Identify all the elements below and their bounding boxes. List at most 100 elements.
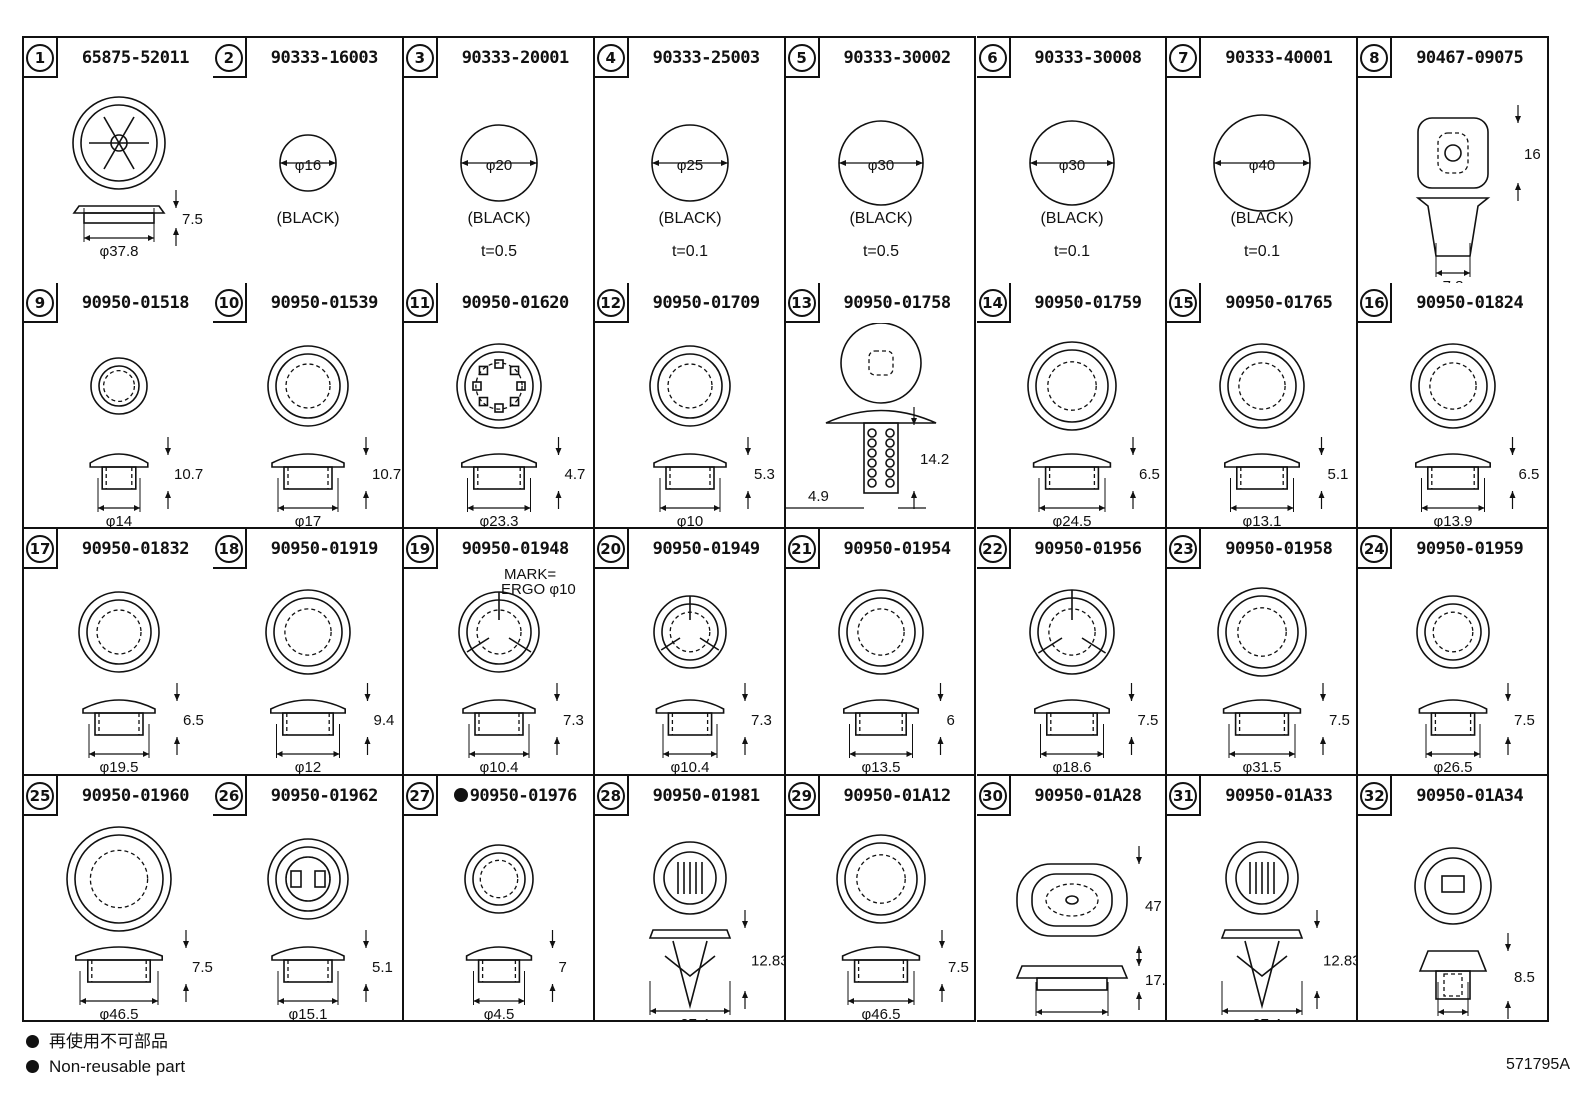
dim-label: φ10.4 — [479, 759, 518, 774]
ref-number: 20 — [596, 535, 625, 563]
part-number-text: 90467-09075 — [1416, 48, 1524, 68]
dim-label: 7.5 — [1514, 712, 1535, 729]
part-number-box — [212, 775, 247, 816]
part-number-text: 90950-01824 — [1416, 292, 1524, 313]
part-drawing: φ25 (BLACK)t=0.1 — [650, 124, 729, 260]
part-number: 90950-01919 — [249, 539, 400, 559]
ref-number: 15 — [1169, 288, 1198, 317]
part-number-box — [1167, 38, 1202, 78]
ref-number: 1 — [26, 44, 54, 72]
dim-label: φ12 — [295, 759, 321, 774]
part-drawing: 5.1 φ13.1 — [1219, 342, 1349, 528]
part-number-box — [976, 775, 1011, 816]
dim-label: φ27.4 — [670, 1016, 709, 1021]
part-number-text: 90333-25003 — [652, 48, 761, 68]
ref-number: 5 — [787, 44, 816, 72]
part-cell: 8 90467-09075 16 7.8 — [1358, 36, 1550, 285]
dim-label: 12.83 — [1323, 952, 1357, 969]
dim-label: φ40 — [1249, 157, 1275, 174]
part-header: 19 90950-01948 — [403, 529, 593, 569]
mark-label: MARK= — [504, 569, 556, 583]
part-number-text: 90950-01A34 — [1416, 785, 1524, 806]
part-number-box — [594, 282, 629, 323]
part-number-text: 90950-01518 — [81, 292, 190, 313]
dim-label: 7.5 — [192, 959, 213, 976]
part-drawing: 6.5 φ19.5 — [78, 591, 204, 774]
part-number: 90950-01A33 — [1203, 786, 1354, 806]
color-label: (BLACK) — [1040, 210, 1103, 227]
dim-label: 9.4 — [373, 712, 394, 729]
part-cell: 29 90950-01A12 7.5 φ46.5 — [785, 775, 977, 1022]
dim-label: 14.2 — [920, 451, 949, 468]
part-number-text: 90950-01A12 — [843, 785, 951, 806]
part-header: 2 90333-16003 — [212, 38, 402, 78]
dim-label: 47 — [1145, 898, 1162, 915]
dim-label: φ27.4 — [1243, 1016, 1282, 1021]
part-number: 90950-01962 — [249, 786, 400, 806]
ref-number: 4 — [596, 44, 625, 72]
part-number: 90333-25003 — [631, 48, 782, 68]
dim-label: φ25 — [676, 157, 702, 174]
part-cell: 25 90950-01960 7.5 φ46.5 — [22, 775, 215, 1022]
part-number: 90950-01949 — [631, 539, 782, 559]
part-header: 23 90950-01958 — [1167, 529, 1356, 569]
part-cell: 12 90950-01709 5.3 φ10 — [594, 282, 786, 529]
part-number-text: 90950-01709 — [652, 292, 761, 313]
ref-number: 24 — [1360, 535, 1389, 563]
part-number-box — [1358, 282, 1393, 323]
bullet-icon — [26, 1035, 39, 1048]
part-drawing: 5.1 φ15.1 — [267, 837, 393, 1021]
dim-label: 6.5 — [1519, 466, 1540, 483]
part-cell: 21 90950-01954 6 φ13.5 — [785, 529, 977, 776]
part-number-box — [976, 529, 1011, 569]
dim-label: 10.7 — [372, 466, 401, 483]
thickness-label: t=0.1 — [1244, 243, 1280, 260]
ref-number: 7 — [1169, 44, 1198, 72]
part-number-text: 90333-30008 — [1034, 48, 1142, 68]
part-number-text: 90950-01981 — [652, 785, 761, 806]
part-drawing: MARK=ERGO φ10 7.3 φ10.4 — [457, 569, 584, 774]
part-number: 90950-01981 — [631, 786, 782, 806]
dim-label: 7.5 — [1137, 712, 1158, 729]
dim-label: φ18.6 — [1052, 759, 1091, 774]
ref-number: 18 — [214, 535, 243, 563]
dim-label: 4.7 — [564, 466, 585, 483]
dim-label: φ20 — [486, 157, 512, 174]
dim-label: φ46.5 — [100, 1006, 139, 1021]
part-header: 11 90950-01620 — [403, 282, 593, 323]
dim-label: φ26.5 — [1434, 759, 1473, 774]
part-number-text: 90950-01959 — [1416, 539, 1524, 559]
part-drawing: 6.5 φ13.9 — [1410, 342, 1540, 528]
part-number: 90950-01A12 — [822, 786, 973, 806]
part-number-text: 90950-01919 — [270, 539, 379, 559]
ref-number: 3 — [405, 44, 434, 72]
part-drawing: 8.5 φ7.9 — [1414, 846, 1535, 1021]
part-header: 20 90950-01949 — [594, 529, 784, 569]
mark-label: ERGO φ10 — [501, 581, 576, 598]
dim-label: 10.7 — [174, 466, 203, 483]
part-number-text: 90950-01620 — [461, 292, 570, 313]
part-drawing: 9.4 φ12 — [265, 589, 394, 774]
part-header: 7 90333-40001 — [1167, 38, 1356, 78]
thickness-label: t=0.1 — [1053, 243, 1089, 260]
part-header: 9 90950-01518 — [24, 282, 213, 323]
part-number-box — [212, 282, 247, 323]
part-number-box — [976, 282, 1011, 323]
part-cell: 28 90950-01981 12.83 φ27.4 — [594, 775, 786, 1022]
ref-number: 12 — [596, 288, 625, 317]
color-label: (BLACK) — [1231, 210, 1294, 227]
ref-number: 28 — [596, 781, 625, 810]
part-header: 17 90950-01832 — [24, 529, 213, 569]
part-header: 24 90950-01959 — [1358, 529, 1547, 569]
part-header: 32 90950-01A34 — [1358, 775, 1547, 816]
part-number-text: 65875-52011 — [81, 48, 190, 68]
thickness-label: t=0.5 — [481, 243, 517, 260]
part-number-box — [1167, 282, 1202, 323]
part-cell: 4 90333-25003 φ25 (BLACK)t=0.1 — [594, 36, 786, 285]
dim-label: φ31.5 — [1243, 759, 1282, 774]
legend: 再使用不可部品 Non-reusable part — [26, 1029, 185, 1079]
part-number-text: 90950-01539 — [270, 292, 379, 313]
part-number-text: 90950-01962 — [270, 785, 379, 806]
dim-label: φ10 — [676, 513, 702, 528]
part-cell: 5 90333-30002 φ30 (BLACK)t=0.5 — [785, 36, 977, 285]
